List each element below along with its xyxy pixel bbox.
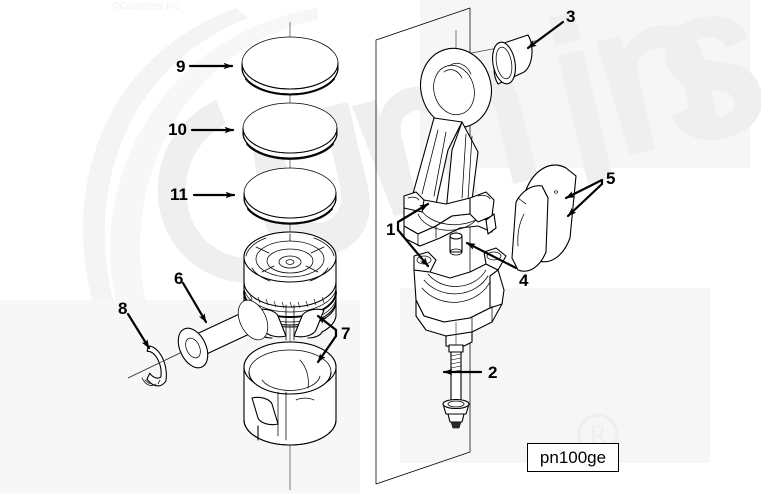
assembly-plane-outline — [375, 7, 471, 485]
piston-ring-10 — [242, 102, 338, 160]
connecting-rod — [403, 47, 497, 247]
callout-11[interactable]: 11 — [170, 185, 188, 204]
callout-5[interactable]: 5 — [606, 169, 616, 188]
piston-pin — [177, 299, 269, 369]
callout-8[interactable]: 8 — [118, 299, 128, 318]
callout-6[interactable]: 6 — [174, 269, 184, 288]
callout-4[interactable]: 4 — [519, 271, 529, 290]
piston-pin-snap-ring — [127, 345, 183, 387]
copyright-watermark: ©Cummins Inc — [112, 1, 181, 12]
callout-1[interactable]: 1 — [386, 220, 396, 239]
callout-leaders — [126, 20, 604, 376]
svg-text:R: R — [589, 420, 607, 449]
piston-skirt — [243, 341, 337, 446]
callout-9[interactable]: 9 — [176, 57, 186, 76]
dowel-pin — [449, 232, 463, 256]
connecting-rod-bolt — [442, 344, 470, 429]
part-number-label: pn100ge — [527, 443, 619, 472]
piston-ring-9 — [241, 36, 339, 96]
callout-10[interactable]: 10 — [168, 120, 187, 139]
callout-2[interactable]: 2 — [488, 363, 498, 382]
callout-3[interactable]: 3 — [566, 7, 576, 26]
connecting-rod-pin-bushing — [492, 34, 533, 85]
piston-ring-11 — [243, 167, 337, 225]
connecting-rod-cap — [413, 247, 507, 400]
callout-7[interactable]: 7 — [341, 324, 351, 343]
connecting-rod-bearing-shells — [511, 164, 577, 272]
